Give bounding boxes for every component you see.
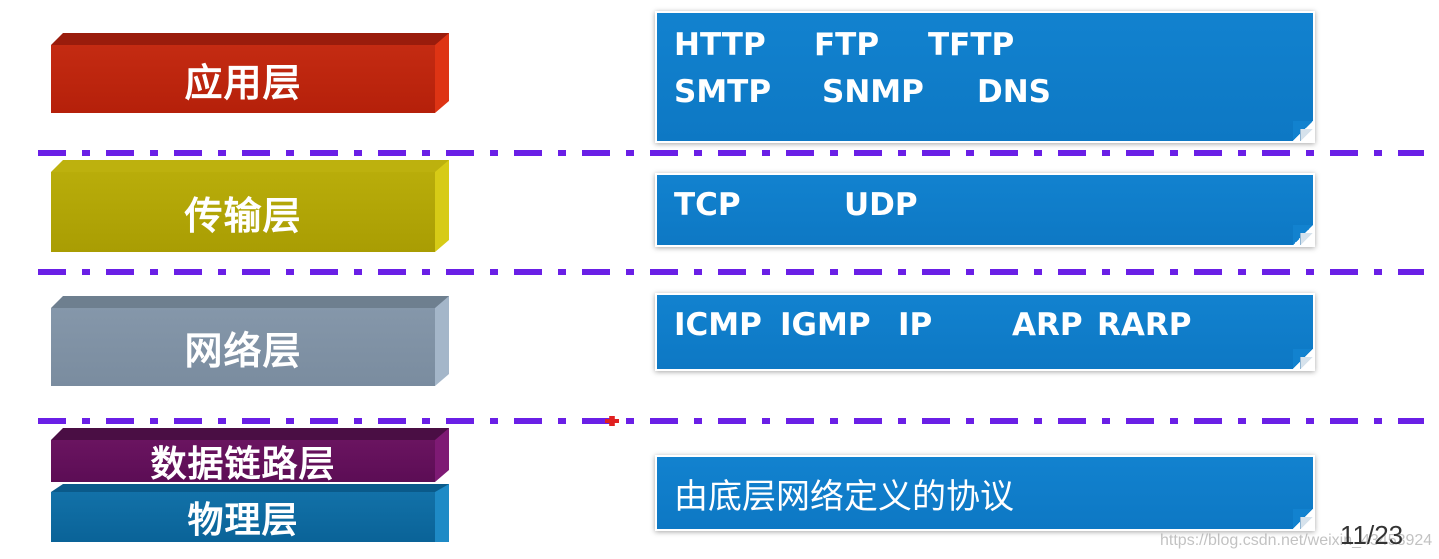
protocol-smtp: SMTP bbox=[674, 74, 772, 110]
network-layer-label: 网络层 bbox=[51, 308, 435, 386]
lower-layer-protocols-text: 由底层网络定义的协议 bbox=[674, 477, 1014, 517]
protocol-http: HTTP bbox=[674, 27, 766, 63]
block-top-face bbox=[51, 160, 449, 172]
block-top-face bbox=[51, 428, 449, 440]
layer-separator bbox=[38, 418, 1424, 424]
layer-separator bbox=[38, 269, 1424, 275]
protocol-arp: ARP bbox=[1012, 307, 1083, 343]
watermark: https://blog.csdn.net/weixin_43453924 bbox=[1160, 532, 1433, 549]
block-top-face bbox=[51, 33, 449, 45]
physical-layer-label: 物理层 bbox=[51, 492, 435, 542]
protocol-udp: UDP bbox=[844, 187, 918, 223]
protocol-ip: IP bbox=[898, 307, 933, 343]
protocol-ftp: FTP bbox=[814, 27, 880, 63]
page-curl-icon bbox=[1293, 509, 1313, 529]
protocol-dns: DNS bbox=[977, 74, 1052, 110]
cross-marker-icon bbox=[605, 416, 619, 426]
protocol-icmp: ICMP bbox=[674, 307, 762, 343]
block-side-face bbox=[435, 296, 449, 386]
page-number: 11/23 bbox=[1340, 520, 1404, 550]
protocol-tcp: TCP bbox=[674, 187, 741, 223]
protocol-snmp: SNMP bbox=[822, 74, 924, 110]
layer-separator bbox=[38, 150, 1424, 156]
block-side-face bbox=[435, 33, 449, 113]
block-top-face bbox=[51, 484, 449, 492]
application-protocols-box: HTTP FTP TFTP SMTP SNMP DNS bbox=[657, 13, 1313, 141]
page-curl-icon bbox=[1293, 121, 1313, 141]
block-side-face bbox=[435, 160, 449, 252]
protocol-rarp: RARP bbox=[1097, 307, 1192, 343]
lower-layer-protocols-box: 由底层网络定义的协议 bbox=[657, 457, 1313, 529]
page-curl-icon bbox=[1293, 225, 1313, 245]
transport-layer-label: 传输层 bbox=[51, 172, 435, 252]
application-layer-label: 应用层 bbox=[51, 45, 435, 113]
block-side-face bbox=[435, 428, 449, 482]
block-side-face bbox=[435, 484, 449, 542]
protocol-igmp: IGMP bbox=[780, 307, 871, 343]
network-protocols-box: ICMP IGMP IP ARP RARP bbox=[657, 295, 1313, 369]
protocol-tftp: TFTP bbox=[928, 27, 1015, 63]
block-top-face bbox=[51, 296, 449, 308]
page-curl-icon bbox=[1293, 349, 1313, 369]
datalink-layer-label: 数据链路层 bbox=[51, 440, 435, 485]
transport-protocols-box: TCP UDP bbox=[657, 175, 1313, 245]
